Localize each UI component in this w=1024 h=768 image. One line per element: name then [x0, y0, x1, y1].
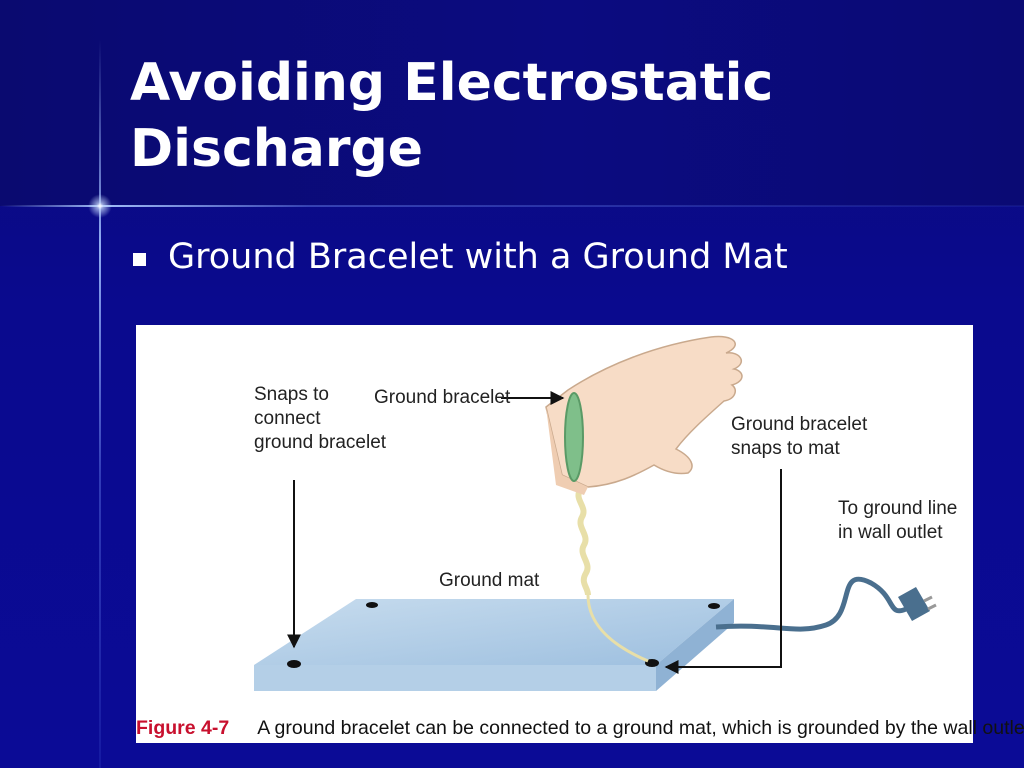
slide-title-line-2: Discharge: [130, 119, 424, 179]
label-snaps: Snaps to connect ground bracelet: [254, 384, 387, 453]
figure-caption-text: A ground bracelet can be connected to a …: [257, 717, 1024, 739]
decorative-star-glow: [88, 194, 112, 218]
arrow-bracelet-snaps: [664, 469, 782, 674]
bracelet-coil-cord: [575, 488, 649, 663]
bullet-square-icon: [133, 252, 146, 266]
figure-image: Snaps to connect ground bracelet Ground …: [136, 325, 1024, 743]
bullet-item: Ground Bracelet with a Ground Mat: [133, 232, 1003, 282]
mat-snap: [287, 660, 301, 668]
ground-cord: [715, 576, 937, 632]
mat-snap: [645, 659, 659, 667]
figure-caption: Figure 4-7 A ground bracelet can be conne…: [136, 713, 1024, 743]
slide-title: Avoiding Electrostatic Discharge: [130, 50, 990, 182]
label-to-ground-line: To ground line in wall outlet: [838, 498, 958, 543]
title-band: [0, 0, 1024, 206]
label-ground-bracelet: Ground bracelet: [374, 387, 511, 408]
ground-mat: [254, 599, 734, 691]
figure-illustration: [254, 335, 937, 691]
bullet-text: Ground Bracelet with a Ground Mat: [168, 237, 788, 277]
decorative-horizontal-line: [0, 205, 1024, 207]
mat-snap: [366, 602, 378, 608]
label-ground-mat: Ground mat: [439, 570, 540, 591]
hand-illustration: [545, 335, 743, 495]
slide-title-line-1: Avoiding Electrostatic: [130, 53, 774, 113]
mat-snap: [708, 603, 720, 609]
decorative-vertical-line: [99, 40, 101, 768]
ground-bracelet: [564, 392, 584, 482]
label-bracelet-snaps: Ground bracelet snaps to mat: [731, 414, 868, 459]
figure-caption-number: Figure 4-7: [136, 717, 230, 739]
plug-icon: [898, 587, 930, 621]
